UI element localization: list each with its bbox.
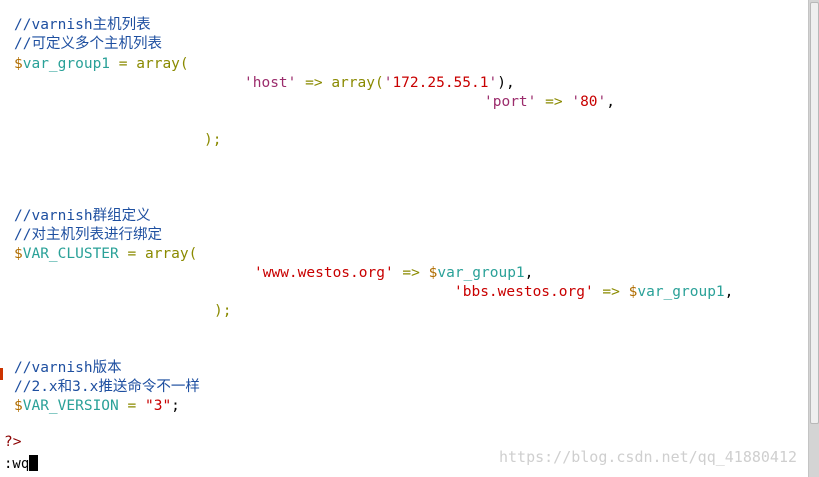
gutter-marker <box>0 368 3 380</box>
function-call: array( <box>136 56 189 72</box>
punctuation: ; <box>171 398 180 414</box>
code-line: $VAR_VERSION = "3"; <box>14 397 180 416</box>
comment-text: //varnish版本 <box>14 360 122 376</box>
code-line: 'host' => array('172.25.55.1'), <box>244 74 515 93</box>
code-line: ); <box>204 131 221 150</box>
punctuation: , <box>606 94 615 110</box>
quote: ' <box>597 94 607 110</box>
comment-text: //varnish主机列表 <box>14 17 151 33</box>
comment-text: //对主机列表进行绑定 <box>14 227 162 243</box>
quote: ' <box>571 94 581 110</box>
vertical-scrollbar[interactable] <box>808 0 819 477</box>
function-call: array( <box>331 75 384 91</box>
php-close-tag-text: ?> <box>4 434 22 450</box>
string-value: 3 <box>153 398 163 414</box>
code-line: $var_group1 = array( <box>14 55 189 74</box>
var-name: var_group1 <box>22 56 111 72</box>
string-value: 80 <box>580 94 598 110</box>
comment-text: //2.x和3.x推送命令不一样 <box>14 379 200 395</box>
code-comment-line: //可定义多个主机列表 <box>14 35 162 54</box>
var-sigil: $ <box>14 398 23 414</box>
string-key: 'port' <box>484 94 537 110</box>
watermark: https://blog.csdn.net/qq_41880412 <box>498 448 797 466</box>
punctuation: ); <box>204 132 222 148</box>
var-name: VAR_CLUSTER <box>22 246 119 262</box>
string-value: 172.25.55.1 <box>392 75 489 91</box>
operator: = <box>118 246 145 262</box>
code-comment-line: //varnish版本 <box>14 359 122 378</box>
var-sigil: $ <box>14 246 23 262</box>
operator: = <box>118 398 145 414</box>
string-value: 'www.westos.org' <box>254 265 394 281</box>
comment-text: //varnish群组定义 <box>14 208 151 224</box>
operator: => <box>402 265 420 281</box>
var-name: var_group1 <box>437 265 525 281</box>
code-line: 'port' => '80', <box>484 93 615 112</box>
quote: " <box>144 398 154 414</box>
var-sigil: $ <box>628 284 638 300</box>
command-text: :wq <box>4 456 30 472</box>
punctuation: ), <box>497 75 515 91</box>
var-sigil: $ <box>14 56 23 72</box>
vim-command-line[interactable]: :wq <box>4 455 39 472</box>
var-sigil: $ <box>428 265 438 281</box>
code-comment-line: //varnish群组定义 <box>14 207 151 226</box>
function-call: array( <box>144 246 198 262</box>
code-comment-line: //varnish主机列表 <box>14 16 151 35</box>
php-close-tag: ?> <box>4 433 21 452</box>
quote: ' <box>488 75 498 91</box>
code-comment-line: //2.x和3.x推送命令不一样 <box>14 378 200 397</box>
scrollbar-thumb[interactable] <box>810 2 819 424</box>
code-line: ); <box>214 302 231 321</box>
string-key: 'host' <box>244 75 297 91</box>
operator: => <box>545 94 563 110</box>
text-cursor <box>29 455 39 471</box>
code-line: 'bbs.westos.org' => $var_group1, <box>454 283 733 302</box>
punctuation: ); <box>214 303 232 319</box>
code-comment-line: //对主机列表进行绑定 <box>14 226 162 245</box>
punctuation: , <box>724 284 734 300</box>
code-line: 'www.westos.org' => $var_group1, <box>254 264 533 283</box>
quote: ' <box>383 75 393 91</box>
var-name: VAR_VERSION <box>22 398 119 414</box>
operator: => <box>602 284 620 300</box>
comment-text: //可定义多个主机列表 <box>14 36 162 52</box>
var-name: var_group1 <box>637 284 725 300</box>
code-line: $VAR_CLUSTER = array( <box>14 245 197 264</box>
quote: " <box>162 398 172 414</box>
punctuation: , <box>524 265 534 281</box>
operator: = <box>110 56 137 72</box>
operator: => <box>305 75 323 91</box>
string-value: 'bbs.westos.org' <box>454 284 594 300</box>
